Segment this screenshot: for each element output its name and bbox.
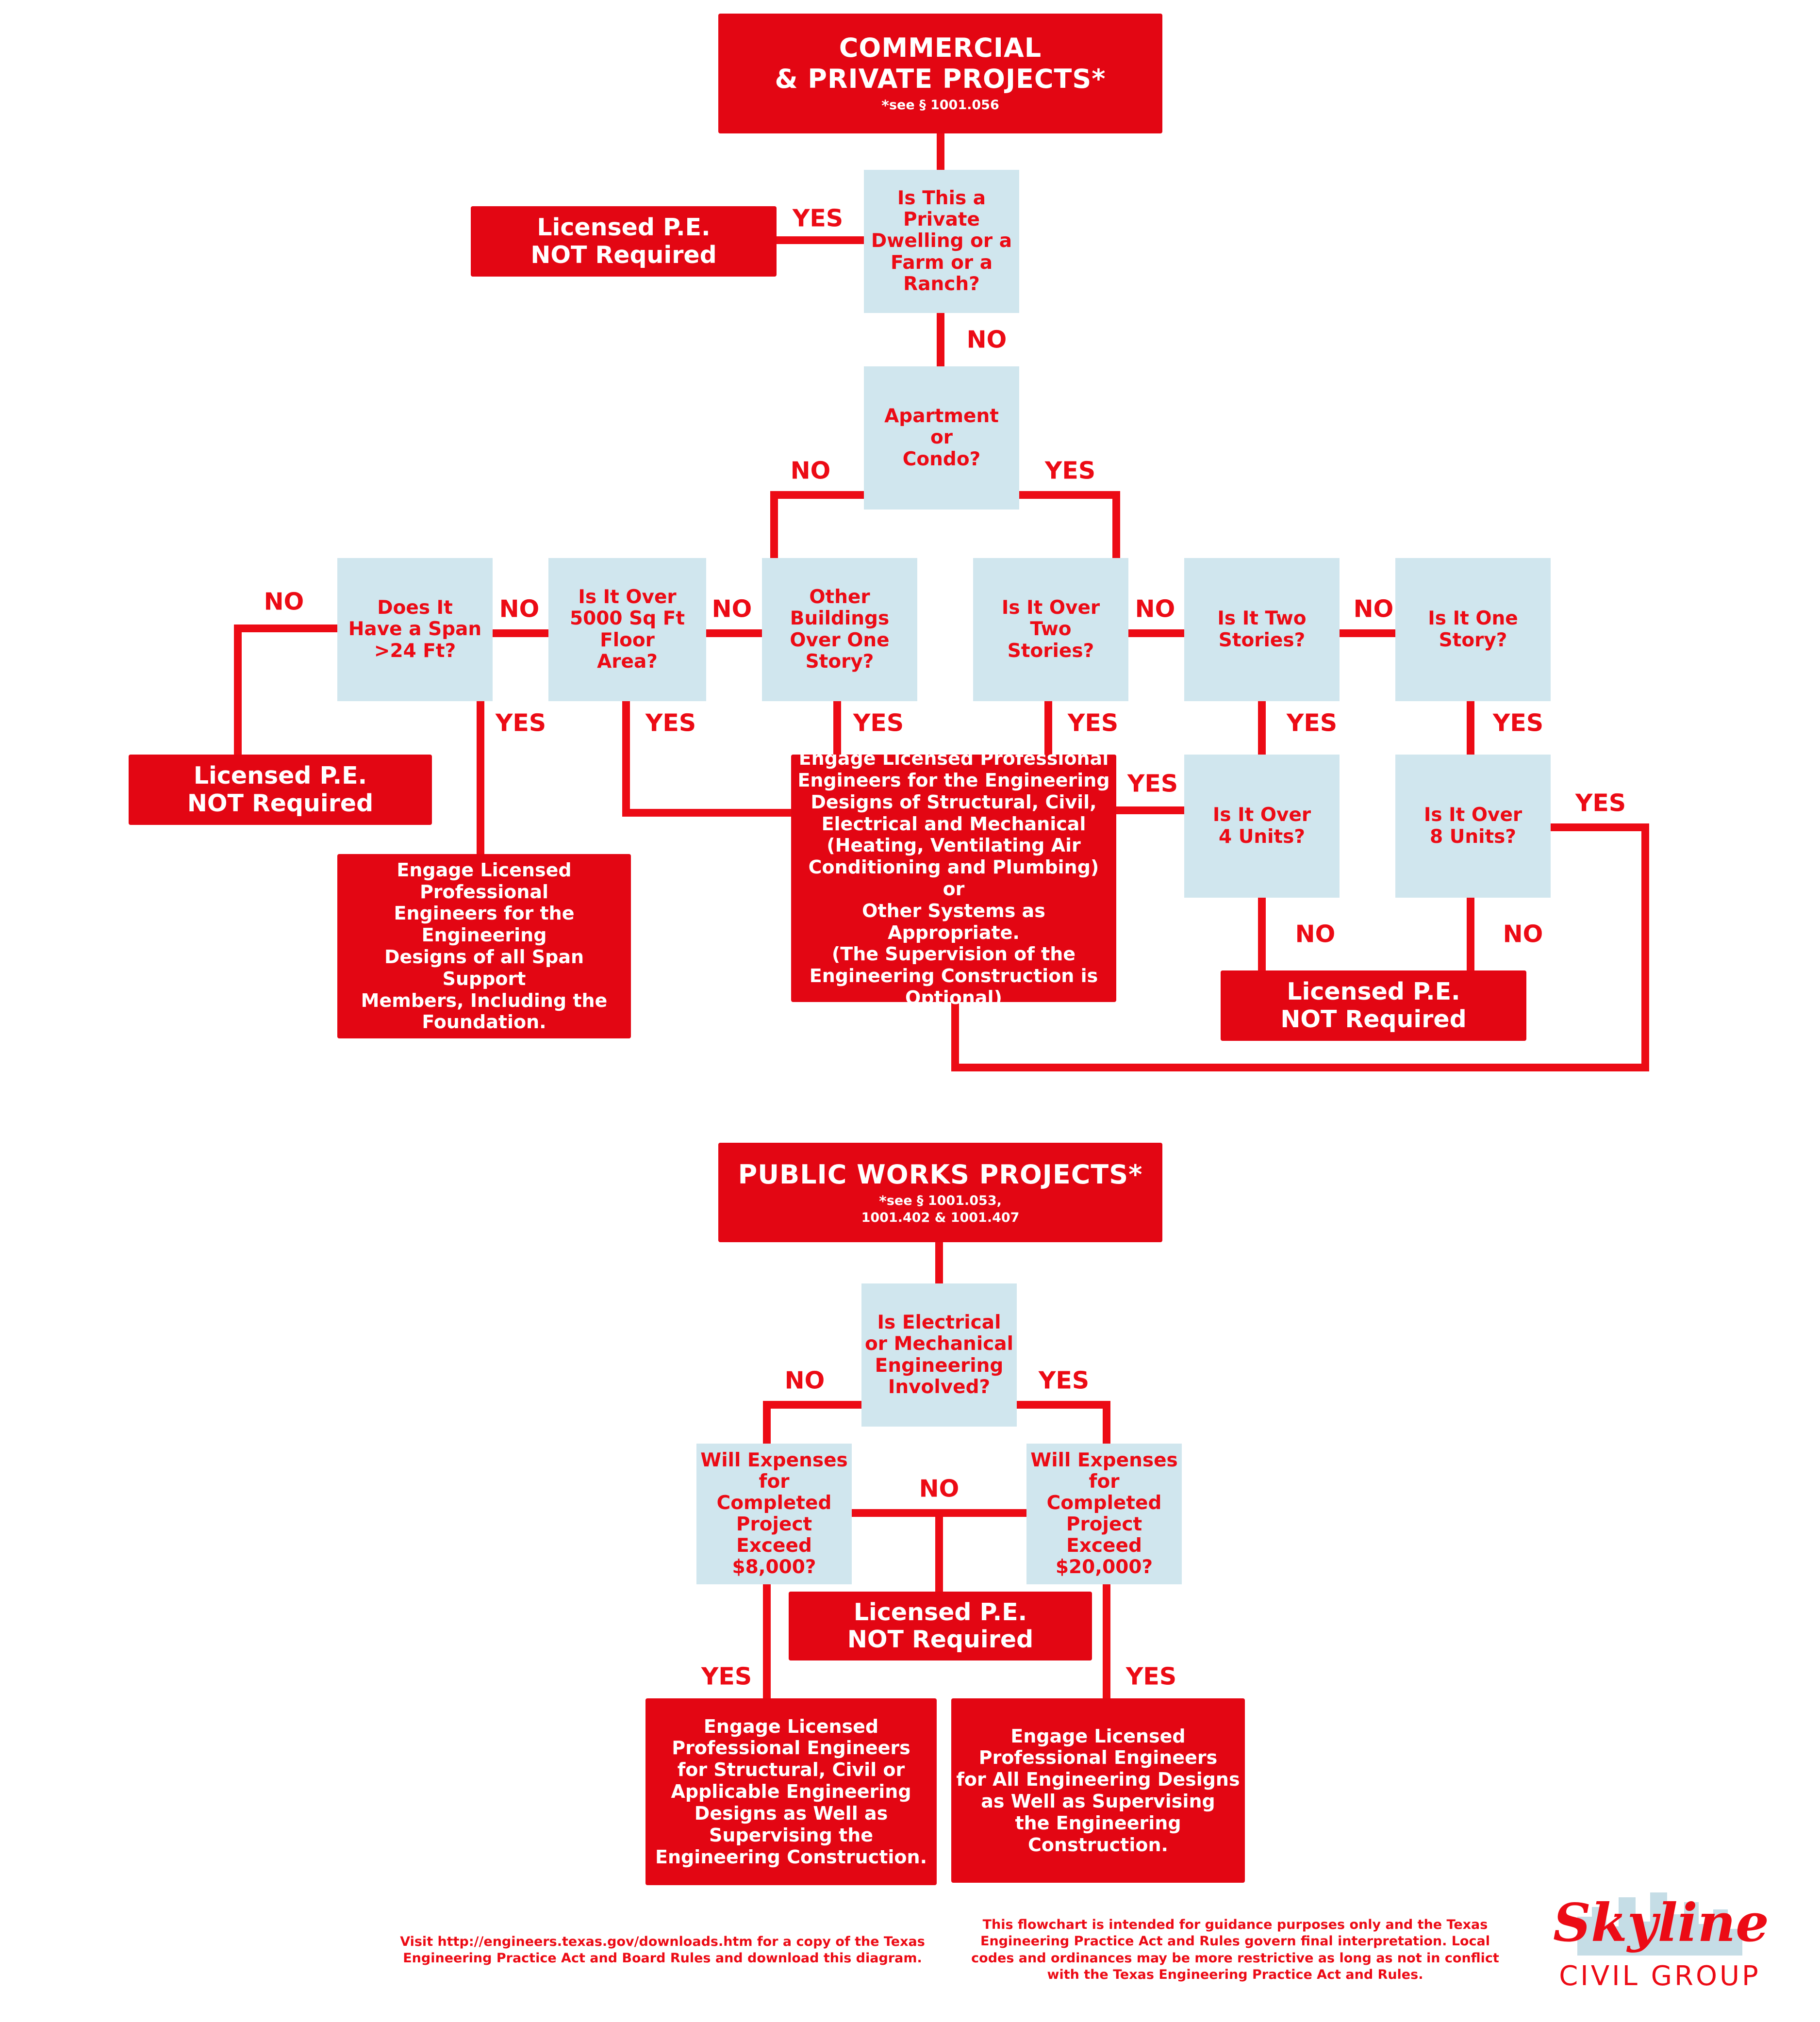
- label-no-private: NO: [966, 326, 1007, 354]
- label-yes-8-units: YES: [1575, 789, 1626, 817]
- q-span: Does It Have a Span >24 Ft?: [337, 558, 493, 701]
- label-yes-span: YES: [495, 709, 546, 737]
- label-yes-private: YES: [792, 204, 844, 232]
- label-yes-apartment: YES: [1044, 457, 1096, 485]
- label-yes-20000: YES: [1125, 1662, 1177, 1691]
- label-no-4-units: NO: [1295, 920, 1336, 948]
- q-5000-sqft: Is It Over 5000 Sq Ft Floor Area?: [548, 558, 706, 701]
- engage-main-systems: Engage Licensed Professional Engineers f…: [791, 748, 1116, 1008]
- not-required-private-dwelling: Licensed P.E. NOT Required: [471, 206, 777, 277]
- public-header: PUBLIC WORKS PROJECTS* *see § 1001.053, …: [718, 1143, 1162, 1242]
- label-yes-over-two: YES: [1067, 709, 1119, 737]
- engage-structural-civil: Engage Licensed Professional Engineers f…: [645, 1698, 937, 1885]
- public-title: PUBLIC WORKS PROJECTS*: [738, 1159, 1143, 1190]
- label-no-apartment: NO: [790, 457, 831, 485]
- q-two-stories: Is It Two Stories?: [1184, 558, 1340, 701]
- public-footnote-mark: *: [879, 1193, 887, 1210]
- label-no-over-two: NO: [1135, 595, 1175, 623]
- q-apartment: Apartment or Condo?: [864, 366, 1019, 510]
- label-yes-electrical: YES: [1038, 1366, 1090, 1395]
- label-yes-8000: YES: [701, 1662, 752, 1691]
- q-other-buildings: Other Buildings Over One Story?: [762, 558, 917, 701]
- engage-all-engineering: Engage Licensed Professional Engineers f…: [951, 1698, 1245, 1883]
- label-no-8-units: NO: [1503, 920, 1543, 948]
- label-yes-other-buildings: YES: [853, 709, 904, 737]
- commercial-footnote-mark: *: [881, 97, 889, 115]
- q-private-dwelling: Is This a Private Dwelling or a Farm or …: [864, 170, 1019, 313]
- q-one-story: Is It One Story?: [1395, 558, 1551, 701]
- label-no-other-buildings: NO: [711, 595, 752, 623]
- footer-disclaimer: This flowchart is intended for guidance …: [971, 1917, 1499, 1982]
- commercial-title: COMMERCIAL & PRIVATE PROJECTS*: [775, 33, 1106, 94]
- label-no-expenses: NO: [919, 1475, 960, 1503]
- label-yes-two-stories: YES: [1286, 709, 1338, 737]
- q-over-8-units: Is It Over 8 Units?: [1395, 755, 1551, 898]
- label-no-electrical: NO: [784, 1366, 825, 1395]
- q-over-two-stories: Is It Over Two Stories?: [973, 558, 1128, 701]
- skyline-buildings-icon: [1577, 1892, 1742, 1956]
- public-footnote: see § 1001.053, 1001.402 & 1001.407: [861, 1193, 1020, 1226]
- label-no-5000: NO: [499, 595, 540, 623]
- label-yes-one-story: YES: [1492, 709, 1544, 737]
- engage-span-support: Engage Licensed Professional Engineers f…: [337, 854, 631, 1038]
- not-required-units: Licensed P.E. NOT Required: [1221, 970, 1526, 1041]
- label-yes-5000: YES: [645, 709, 696, 737]
- label-no-span: NO: [264, 588, 304, 616]
- not-required-public: Licensed P.E. NOT Required: [789, 1592, 1092, 1660]
- q-over-4-units: Is It Over 4 Units?: [1184, 755, 1340, 898]
- label-yes-4-units: YES: [1127, 770, 1178, 798]
- commercial-footnote: see § 1001.056: [889, 97, 999, 113]
- q-electrical-mechanical: Is Electrical or Mechanical Engineering …: [861, 1283, 1017, 1427]
- q-exceed-20000: Will Expenses for Completed Project Exce…: [1026, 1444, 1182, 1584]
- logo-brand: Skyline: [1553, 1892, 1769, 1954]
- label-no-two-stories: NO: [1353, 595, 1394, 623]
- q-exceed-8000: Will Expenses for Completed Project Exce…: [696, 1444, 852, 1584]
- logo-sub: CIVIL GROUP: [1559, 1960, 1761, 1992]
- skyline-civil-group-logo: Skyline CIVIL GROUP: [1543, 1888, 1776, 1994]
- footer-visit-note: Visit http://engineers.texas.gov/downloa…: [400, 1934, 925, 1966]
- not-required-span: Licensed P.E. NOT Required: [129, 755, 432, 825]
- commercial-header: COMMERCIAL & PRIVATE PROJECTS* *see § 10…: [718, 14, 1162, 133]
